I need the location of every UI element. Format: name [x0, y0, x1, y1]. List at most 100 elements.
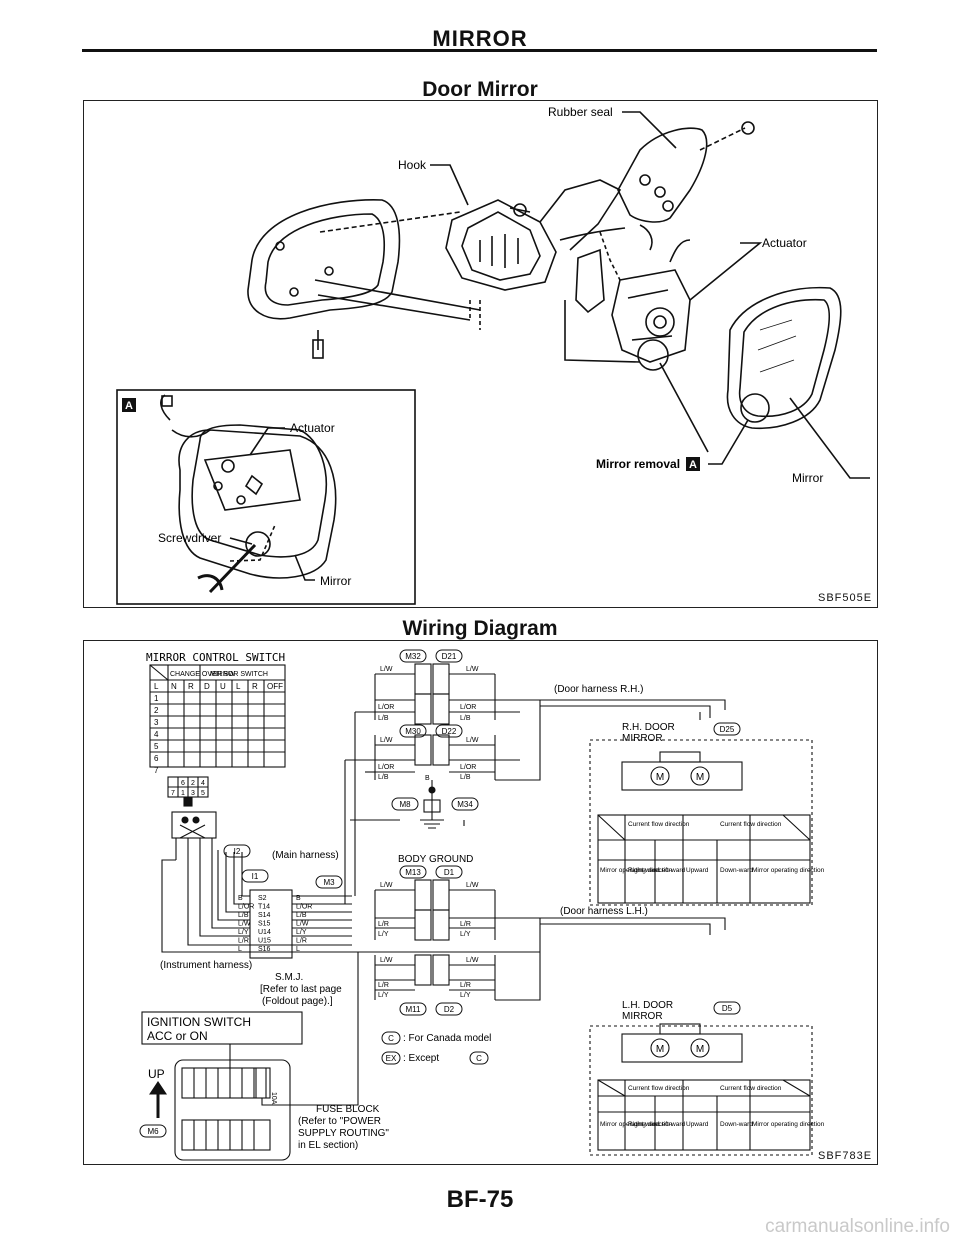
connector-i1: I1: [252, 872, 259, 881]
svg-text:L/OR: L/OR: [460, 764, 476, 771]
inset-tag: A: [125, 400, 133, 412]
svg-text:L/OR: L/OR: [378, 764, 394, 771]
lh-mirror-operating-2: Mirror operating direction: [752, 1121, 825, 1128]
splice-id-4: S15: [258, 921, 271, 928]
connector-m32: M32: [405, 652, 421, 661]
door-mirror-frame: [83, 100, 878, 608]
pin-2: 2: [191, 780, 195, 787]
instrument-harness: (Instrument harness): [160, 960, 252, 971]
svg-text:L/W: L/W: [466, 666, 479, 673]
fuse-block-line-2: (Refer to "POWER: [298, 1116, 381, 1127]
wiring-frame: [83, 640, 878, 1165]
rh-mirror-line-1: R.H. DOOR: [622, 722, 675, 733]
splice-out-6: L/R: [296, 938, 307, 945]
fuse-block-line-4: in EL section): [298, 1140, 358, 1151]
legend-c-text: : For Canada model: [403, 1033, 491, 1044]
svg-text:L/B: L/B: [460, 715, 471, 722]
svg-text:L/Y: L/Y: [460, 931, 471, 938]
splice-in-6: L/R: [238, 938, 249, 945]
splice-id-1: S2: [258, 895, 267, 902]
pin-5: 5: [201, 790, 205, 797]
pin-7: 7: [171, 790, 175, 797]
splice-id-7: S16: [258, 946, 271, 953]
rh-left-ward: Left-ward: [658, 867, 685, 874]
splice-out-1: B: [296, 895, 301, 902]
lh-motor-2: M: [696, 1044, 704, 1055]
splice-in-3: L/B: [238, 912, 249, 919]
connector-m13: M13: [405, 868, 421, 877]
svg-text:L/W: L/W: [466, 957, 479, 964]
switch-column-5: U: [220, 682, 226, 691]
connector-d1: D1: [444, 868, 455, 877]
main-harness: (Main harness): [272, 850, 339, 861]
page-title: MIRROR: [432, 26, 528, 51]
connector-d21: D21: [442, 652, 457, 661]
door-mirror-title: Door Mirror: [422, 78, 538, 101]
svg-text:L/W: L/W: [466, 882, 479, 889]
connector-m34: M34: [457, 800, 473, 809]
connector-d2: D2: [444, 1005, 455, 1014]
svg-text:L/W: L/W: [380, 882, 393, 889]
rh-current-flow-2: Current flow direction: [720, 821, 782, 828]
watermark: carmanualsonline.info: [765, 1216, 950, 1237]
switch-row-2: 2: [154, 706, 159, 715]
lh-left-ward: Left-ward: [658, 1121, 685, 1128]
switch-column-6: L: [236, 682, 241, 691]
splice-out-2: L/OR: [296, 904, 312, 911]
door-harness-lh: (Door harness L.H.): [560, 906, 648, 917]
smj-note-2: (Foldout page).]: [262, 996, 333, 1007]
ignition-line-1: IGNITION SWITCH: [147, 1015, 251, 1029]
lh-mirror-line-2: MIRROR: [622, 1011, 663, 1022]
pin-6: 6: [181, 780, 185, 787]
label-actuator: Actuator: [762, 236, 807, 250]
page-number: BF-75: [446, 1186, 514, 1213]
svg-text:L/W: L/W: [380, 957, 393, 964]
door-harness-rh: (Door harness R.H.): [554, 684, 643, 695]
svg-text:L/B: L/B: [378, 774, 389, 781]
ref-code-sbf505e: SBF505E: [818, 592, 873, 604]
switch-column-7: R: [252, 682, 258, 691]
connector-m3: M3: [323, 878, 335, 887]
switch-row-4: 4: [154, 730, 159, 739]
rh-motor-1: M: [656, 772, 664, 783]
connector-m30: M30: [405, 727, 421, 736]
fuse-tag: 10A: [270, 1092, 277, 1105]
lh-mirror-operating-1: Mirror operating direction: [600, 1121, 673, 1128]
splice-out-7: L: [296, 946, 300, 953]
splice-id-3: S14: [258, 912, 271, 919]
svg-text:L/Y: L/Y: [378, 931, 389, 938]
splice-in-7: L: [238, 946, 242, 953]
connector-d25: D25: [720, 725, 735, 734]
up-label: UP: [148, 1067, 165, 1081]
switch-row-1: 1: [154, 694, 159, 703]
pin-3: 3: [191, 790, 195, 797]
smj-label: S.M.J.: [275, 972, 303, 983]
rh-mirror-operating-2: Mirror operating direction: [752, 867, 825, 874]
splice-out-3: L/B: [296, 912, 307, 919]
switch-header-mirror-switch: MIRROR SWITCH: [210, 671, 268, 678]
connector-m11: M11: [406, 1005, 422, 1014]
rh-down-ward: Down-ward: [720, 867, 753, 874]
inset-label-screwdriver: Screwdriver: [158, 531, 221, 545]
lh-motor-1: M: [656, 1044, 664, 1055]
pin-4: 4: [201, 780, 205, 787]
fuse-block-line-3: SUPPLY ROUTING": [298, 1128, 389, 1139]
splice-in-2: L/OR: [238, 904, 254, 911]
svg-text:L/R: L/R: [378, 921, 389, 928]
splice-id-5: U14: [258, 929, 271, 936]
ref-code-sbf783e: SBF783E: [818, 1150, 873, 1162]
label-rubber-seal: Rubber seal: [548, 105, 613, 119]
svg-text:L/B: L/B: [378, 715, 389, 722]
connector-m6: M6: [147, 1127, 159, 1136]
rh-upward: Upward: [686, 867, 709, 874]
svg-text:L/OR: L/OR: [460, 704, 476, 711]
svg-text:L/B: L/B: [460, 774, 471, 781]
svg-text:A: A: [689, 459, 697, 471]
switch-title: MIRROR CONTROL SWITCH: [146, 651, 285, 664]
splice-in-1: B: [238, 895, 243, 902]
switch-header-change-over: CHANGE OVER SW: [170, 671, 235, 678]
connector-d5: D5: [722, 1004, 733, 1013]
connector-d22: D22: [442, 727, 457, 736]
